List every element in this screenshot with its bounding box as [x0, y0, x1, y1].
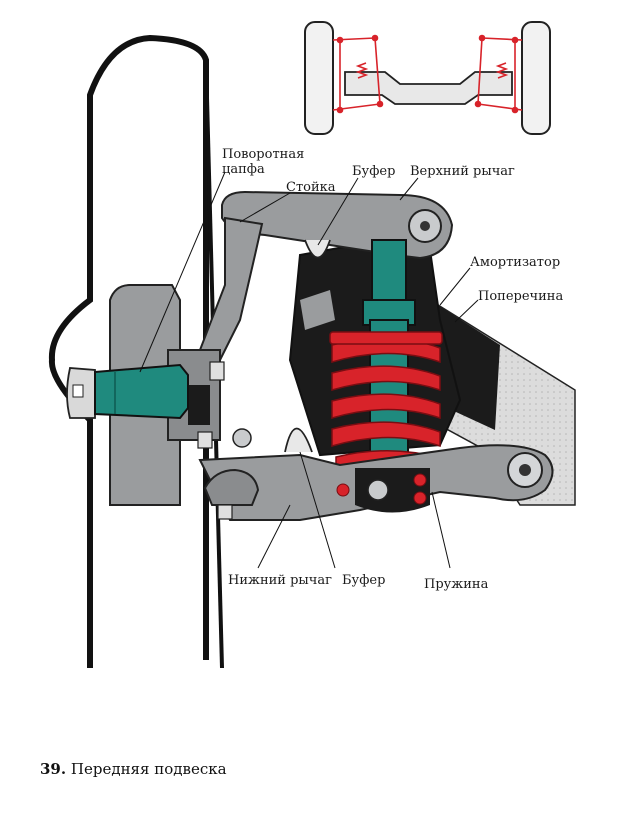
- inset-right-linkage: [474, 34, 523, 114]
- lower-ball-joint: [203, 468, 260, 506]
- label-buffer-lower: Буфер: [342, 573, 386, 588]
- label-spring: Пружина: [424, 577, 489, 592]
- leader-strut: [239, 192, 291, 223]
- leader-spring: [431, 491, 451, 569]
- lower-buffer: [284, 427, 313, 453]
- upper-buffer: [304, 239, 331, 259]
- spindle-cotter: [72, 384, 84, 398]
- inset-right-wheel: [521, 21, 551, 135]
- leader-knuckle: [139, 171, 226, 373]
- hub-nut-top: [209, 361, 225, 381]
- lower-seat-bolt-right-2: [413, 491, 427, 505]
- leader-lines: [139, 171, 479, 569]
- label-crossmember: Поперечина: [478, 289, 564, 304]
- lower-joint: [367, 479, 389, 501]
- bracket-gray-face: [300, 290, 335, 330]
- lower-seat-bolt-right: [413, 473, 427, 487]
- hub-dark-block: [188, 385, 210, 425]
- label-upper-arm: Верхний рычаг: [410, 164, 515, 179]
- spring-top-seat: [329, 331, 443, 345]
- ball-joint-nut: [217, 504, 233, 520]
- inset-left-linkage: [332, 34, 384, 114]
- figure-title: Передняя подвеска: [70, 760, 227, 778]
- lower-seat-bolt-left: [336, 483, 350, 497]
- inset-schematic: [304, 21, 551, 135]
- hub-nut-bottom: [197, 431, 213, 449]
- lower-arm-pivot-bolt: [519, 464, 531, 476]
- wheel-tire-outline: [48, 34, 209, 668]
- label-lower-arm: Нижний рычаг: [228, 573, 332, 588]
- leader-shock: [439, 267, 471, 306]
- leader-buffer-lower: [299, 451, 336, 569]
- inset-crossmember: [344, 71, 513, 105]
- figure-number: 39.: [40, 760, 67, 778]
- leader-buffer-upper: [317, 177, 359, 246]
- label-strut: Стойка: [286, 180, 336, 195]
- leader-crossmember: [454, 299, 479, 323]
- knuckle-lower-pin: [232, 428, 252, 448]
- label-buffer-upper: Буфер: [352, 164, 396, 179]
- upper-arm-pivot-bolt: [420, 221, 430, 231]
- inset-left-wheel: [304, 21, 334, 135]
- steering-knuckle-spindle: [94, 363, 189, 420]
- lower-spring-seat: [355, 468, 430, 513]
- leader-upper-arm: [399, 177, 419, 201]
- figure-caption: 39. Передняя подвеска: [40, 760, 227, 778]
- label-knuckle-line1: Поворотная: [222, 147, 305, 162]
- leader-lower-arm: [257, 504, 291, 569]
- label-knuckle-line2: цапфа: [222, 162, 265, 177]
- label-shock-absorber: Амортизатор: [470, 255, 561, 270]
